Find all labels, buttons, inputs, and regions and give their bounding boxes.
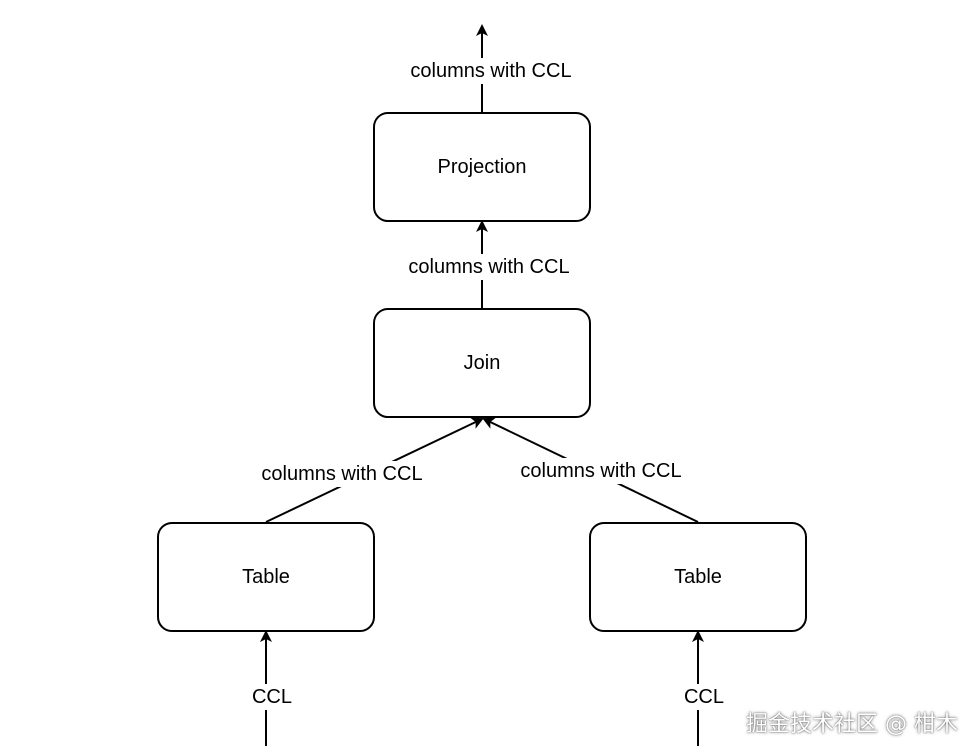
- svg-text:columns with CCL: columns with CCL: [410, 60, 571, 82]
- left-input-label: CCL: [244, 684, 300, 710]
- projection-node-label: Projection: [438, 156, 527, 178]
- left-table-node: Table: [157, 522, 375, 632]
- left-table-to-join-label: columns with CCL: [251, 461, 433, 487]
- projection-output-label: columns with CCL: [400, 58, 582, 84]
- svg-text:columns with CCL: columns with CCL: [520, 460, 681, 482]
- svg-text:columns with CCL: columns with CCL: [261, 463, 422, 485]
- svg-text:CCL: CCL: [684, 686, 724, 708]
- watermark: 掘金技术社区 @ 柑木: [746, 712, 958, 737]
- right-table-to-join-label: columns with CCL: [510, 458, 692, 484]
- svg-text:CCL: CCL: [252, 686, 292, 708]
- join-node: Join: [373, 308, 591, 418]
- join-node-label: Join: [464, 352, 501, 374]
- join-to-projection-label: columns with CCL: [398, 254, 580, 280]
- svg-text:columns with CCL: columns with CCL: [408, 256, 569, 278]
- projection-node: Projection: [373, 112, 591, 222]
- left-table-node-label: Table: [242, 566, 290, 588]
- right-table-node: Table: [589, 522, 807, 632]
- right-table-node-label: Table: [674, 566, 722, 588]
- right-input-label: CCL: [676, 684, 732, 710]
